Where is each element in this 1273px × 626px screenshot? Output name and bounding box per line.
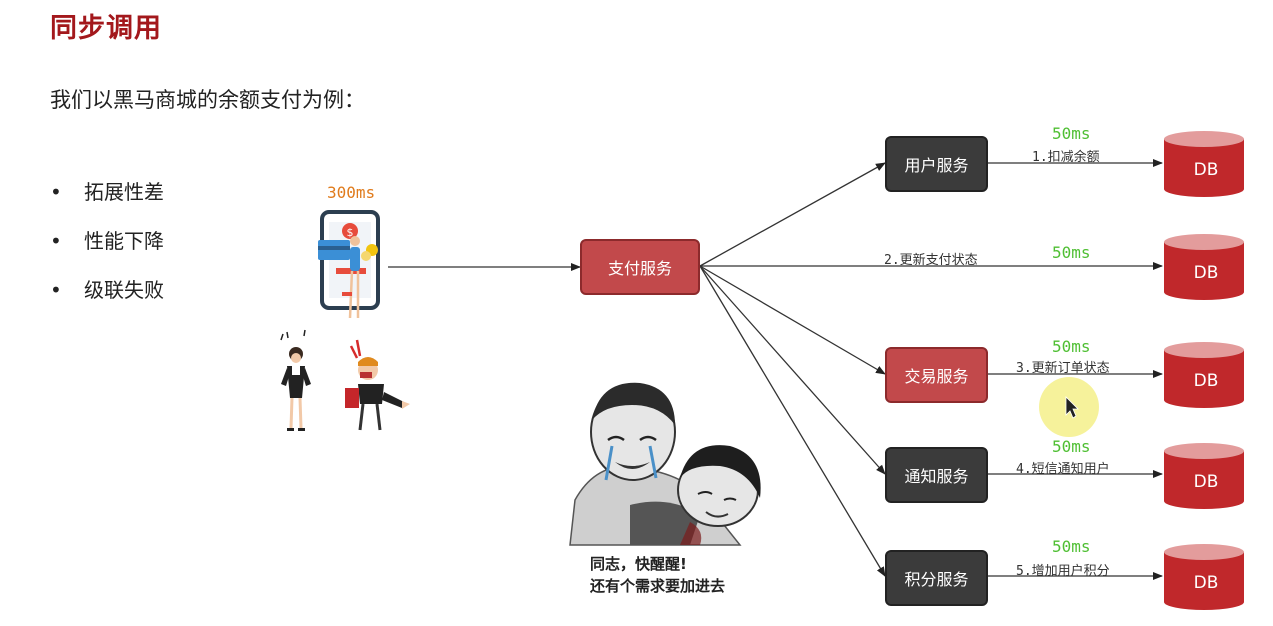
arrow-payment-to-points bbox=[699, 265, 886, 577]
bullet-list: •拓展性差 •性能下降 •级联失败 bbox=[50, 176, 164, 323]
crying-meme-icon bbox=[569, 382, 761, 546]
latency-label: 50ms bbox=[1052, 537, 1091, 556]
db-cylinder-icon bbox=[1164, 342, 1244, 408]
page-title: 同步调用 bbox=[50, 13, 162, 44]
db-cylinder-icon bbox=[1164, 443, 1244, 509]
woman-figure-icon bbox=[280, 329, 311, 431]
arrow-payment-to-trade bbox=[699, 265, 886, 375]
latency-label: 50ms bbox=[1052, 124, 1091, 143]
bullet-item: •性能下降 bbox=[50, 229, 164, 253]
database: DB bbox=[1193, 371, 1219, 391]
notify-service-box: 通知服务 bbox=[885, 447, 988, 503]
step-label: 1.扣减余额 bbox=[1032, 150, 1100, 165]
mouse-cursor-icon bbox=[1039, 377, 1099, 437]
step-label: 4.短信通知用户 bbox=[1016, 462, 1110, 477]
bullet-item: •拓展性差 bbox=[50, 180, 164, 204]
user-service-box: 用户服务 bbox=[885, 136, 988, 192]
intro-text: 我们以黑马商城的余额支付为例： bbox=[50, 88, 365, 112]
bullet-item: •级联失败 bbox=[50, 278, 164, 302]
arrow-payment-to-notify bbox=[699, 265, 886, 475]
step-label: 2.更新支付状态 bbox=[884, 253, 978, 268]
arrow-payment-to-user bbox=[699, 162, 886, 267]
svg-text:$: $ bbox=[347, 226, 354, 239]
db-cylinder-icon bbox=[1164, 544, 1244, 610]
latency-label: 50ms bbox=[1052, 437, 1091, 456]
client-latency-label: 300ms bbox=[327, 183, 376, 202]
meme-caption: 同志，快醒醒! 还有个需求要加进去 bbox=[590, 555, 726, 595]
payment-service-label: 支付服务 bbox=[607, 259, 672, 278]
db-cylinder-icon bbox=[1164, 234, 1244, 300]
db-cylinder-icon bbox=[1164, 131, 1244, 197]
shouting-man-icon bbox=[345, 339, 410, 431]
phone-payment-icon: $ bbox=[318, 210, 380, 319]
database: DB bbox=[1193, 472, 1219, 492]
latency-label: 50ms bbox=[1052, 337, 1091, 356]
payment-service-box: 支付服务 bbox=[580, 239, 700, 295]
step-label: 5.增加用户积分 bbox=[1016, 564, 1110, 579]
points-service-box: 积分服务 bbox=[885, 550, 988, 606]
latency-label: 50ms bbox=[1052, 243, 1091, 262]
database: DB bbox=[1193, 160, 1219, 180]
database: DB bbox=[1193, 573, 1219, 593]
trade-service-box: 交易服务 bbox=[885, 347, 988, 403]
database: DB bbox=[1193, 263, 1219, 283]
step-label: 3.更新订单状态 bbox=[1016, 361, 1110, 376]
